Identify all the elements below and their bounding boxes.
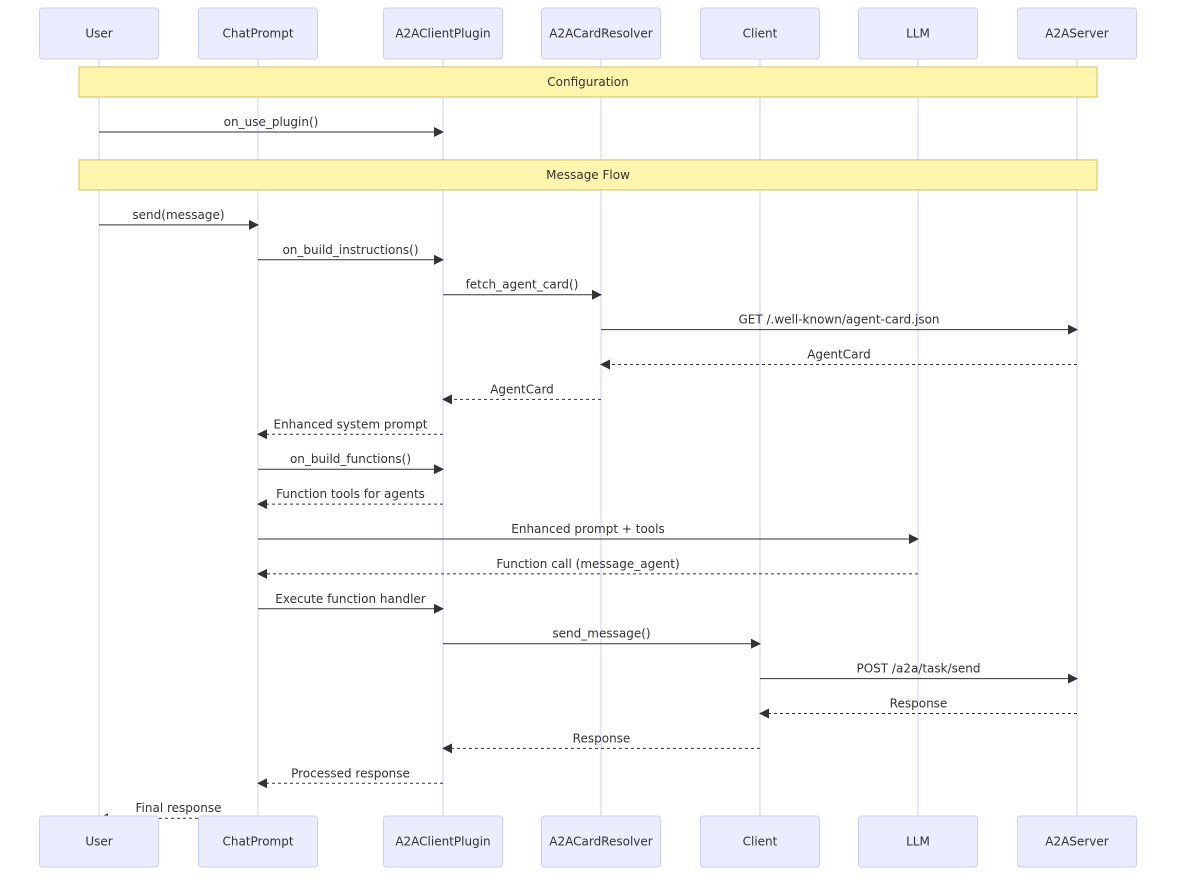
message-label: on_use_plugin() xyxy=(224,115,319,129)
participant-label: User xyxy=(85,27,112,41)
note-message-flow: Message Flow xyxy=(78,159,1098,191)
participant-a2aserver-top: A2AServer xyxy=(1017,7,1137,60)
message-4: GET /.well-known/agent-card.json xyxy=(601,313,1078,335)
message-label: Function tools for agents xyxy=(276,487,425,501)
message-label: send(message) xyxy=(132,208,224,222)
participant-chatprompt-top: ChatPrompt xyxy=(198,7,318,60)
message-label: send_message() xyxy=(552,627,650,641)
participant-user-top: User xyxy=(39,7,159,60)
message-8: on_build_functions() xyxy=(258,452,444,475)
message-label: Enhanced prompt + tools xyxy=(511,522,664,536)
participant-box xyxy=(700,7,820,60)
note-label: Configuration xyxy=(547,75,628,89)
participant-a2aclientplugin-top: A2AClientPlugin xyxy=(383,7,503,60)
participant-llm-bottom: LLM xyxy=(858,815,978,868)
message-label: on_build_instructions() xyxy=(282,243,418,257)
message-15: Response xyxy=(759,697,1077,719)
message-label: fetch_agent_card() xyxy=(466,278,579,292)
participant-client-top: Client xyxy=(700,7,820,60)
message-label: AgentCard xyxy=(490,382,554,396)
message-label: Enhanced system prompt xyxy=(273,417,427,431)
participant-llm-top: LLM xyxy=(858,7,978,60)
message-9: Function tools for agents xyxy=(257,487,443,510)
message-label: POST /a2a/task/send xyxy=(856,662,980,676)
message-3: fetch_agent_card() xyxy=(443,278,602,300)
participant-box xyxy=(1017,7,1137,60)
participant-a2acardresolver-top: A2ACardResolver xyxy=(541,7,661,60)
participant-client-bottom: Client xyxy=(700,815,820,868)
participant-label: Client xyxy=(743,835,778,849)
participant-a2aserver-bottom: A2AServer xyxy=(1017,815,1137,868)
message-11: Function call (message_agent) xyxy=(257,557,918,579)
message-12: Execute function handler xyxy=(258,592,444,614)
message-0: on_use_plugin() xyxy=(99,115,444,137)
messages: on_use_plugin() send(message) on_build_ins… xyxy=(98,115,1078,824)
participant-label: A2AClientPlugin xyxy=(395,27,490,41)
message-16: Response xyxy=(442,731,760,754)
participant-box xyxy=(198,815,318,868)
message-10: Enhanced prompt + tools xyxy=(258,522,919,544)
message-17: Processed response xyxy=(257,766,443,789)
participant-box xyxy=(1017,815,1137,868)
participant-a2aclientplugin-bottom: A2AClientPlugin xyxy=(383,815,503,868)
participant-label: Client xyxy=(743,27,778,41)
message-5: AgentCard xyxy=(600,348,1077,370)
note-configuration: Configuration xyxy=(78,66,1098,98)
participant-box xyxy=(198,7,318,60)
participant-label: A2ACardResolver xyxy=(549,27,653,41)
participant-a2acardresolver-bottom: A2ACardResolver xyxy=(541,815,661,868)
participant-box xyxy=(39,7,159,60)
participant-box xyxy=(700,815,820,868)
message-label: on_build_functions() xyxy=(290,452,411,466)
message-7: Enhanced system prompt xyxy=(257,417,443,440)
message-label: Response xyxy=(890,697,948,711)
participant-label: User xyxy=(85,835,112,849)
participant-label: A2AServer xyxy=(1045,835,1108,849)
participant-box xyxy=(541,815,661,868)
participant-label: ChatPrompt xyxy=(222,27,293,41)
participant-box xyxy=(858,815,978,868)
participant-label: ChatPrompt xyxy=(222,835,293,849)
message-14: POST /a2a/task/send xyxy=(760,662,1078,684)
message-13: send_message() xyxy=(443,627,761,649)
participant-chatprompt-bottom: ChatPrompt xyxy=(198,815,318,868)
participant-label: LLM xyxy=(906,835,930,849)
note-box xyxy=(78,159,1098,191)
participant-box xyxy=(541,7,661,60)
message-label: Response xyxy=(573,731,631,745)
message-label: AgentCard xyxy=(807,348,871,362)
message-label: Final response xyxy=(136,801,222,815)
participant-label: A2ACardResolver xyxy=(549,835,653,849)
participant-box xyxy=(383,815,503,868)
message-label: Execute function handler xyxy=(275,592,426,606)
note-box xyxy=(78,66,1098,98)
participant-label: A2AClientPlugin xyxy=(395,835,490,849)
message-label: Processed response xyxy=(291,766,410,780)
participants-bottom: User ChatPrompt A2AClientPlugin A2ACardReso… xyxy=(39,815,1137,868)
participant-box xyxy=(383,7,503,60)
message-1: send(message) xyxy=(99,208,259,230)
message-6: AgentCard xyxy=(442,382,601,405)
message-label: GET /.well-known/agent-card.json xyxy=(738,313,939,327)
participant-box xyxy=(39,815,159,868)
message-label: Function call (message_agent) xyxy=(496,557,679,571)
participant-box xyxy=(858,7,978,60)
participant-label: LLM xyxy=(906,27,930,41)
participants-top: User ChatPrompt A2AClientPlugin A2ACardReso… xyxy=(39,7,1137,60)
participant-label: A2AServer xyxy=(1045,27,1108,41)
message-2: on_build_instructions() xyxy=(258,243,444,265)
note-label: Message Flow xyxy=(546,168,630,182)
participant-user-bottom: User xyxy=(39,815,159,868)
